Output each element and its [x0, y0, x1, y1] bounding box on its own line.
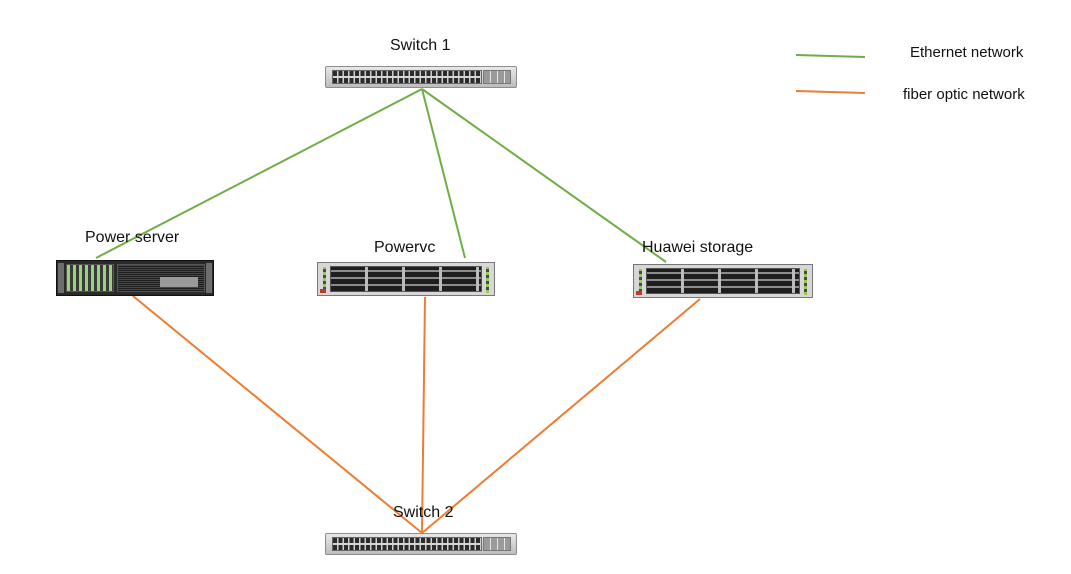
- powervc-device: [317, 262, 495, 296]
- link-switch1-to-power-server: [95, 88, 423, 259]
- powervc-status-leds: [486, 267, 489, 293]
- switch1-ports: [332, 70, 482, 84]
- power-server-vent-grill: [117, 264, 205, 292]
- switch1-device: [325, 66, 517, 88]
- huawei-storage-drive-grid: [646, 268, 800, 294]
- switch2-device: [325, 533, 517, 555]
- power-server-drive-bays: [66, 264, 114, 292]
- huawei-storage-status-leds: [804, 269, 807, 295]
- power-server-label: Power server: [85, 229, 180, 246]
- power-server-rack-ear: [58, 263, 64, 293]
- powervc-drive-grid: [330, 266, 482, 292]
- legend-fiber-swatch: [795, 90, 866, 94]
- huawei-storage-label: Huawei storage: [642, 239, 754, 256]
- link-powervc-to-switch2: [421, 296, 426, 534]
- power-server-device: [56, 260, 214, 296]
- switch1-label: Switch 1: [390, 37, 451, 54]
- legend-ethernet-label: Ethernet network: [910, 44, 1024, 61]
- switch2-sfp-ports: [483, 537, 511, 551]
- powervc-status-leds: [323, 267, 326, 293]
- link-switch1-to-powervc: [421, 88, 466, 259]
- switch1-sfp-ports: [483, 70, 511, 84]
- link-huawei-storage-to-switch2: [421, 298, 701, 534]
- huawei-storage-logo-icon: [636, 291, 642, 295]
- link-switch1-to-huawei-storage: [421, 88, 667, 263]
- power-server-rack-ear: [206, 263, 212, 293]
- link-power-server-to-switch2: [132, 295, 423, 534]
- huawei-storage-device: [633, 264, 813, 298]
- legend-ethernet-swatch: [795, 54, 866, 58]
- huawei-storage-status-leds: [639, 269, 642, 295]
- powervc-logo-icon: [320, 289, 326, 293]
- switch2-label: Switch 2: [393, 504, 454, 521]
- powervc-label: Powervc: [374, 239, 436, 256]
- switch2-ports: [332, 537, 482, 551]
- legend-fiber-label: fiber optic network: [903, 86, 1025, 103]
